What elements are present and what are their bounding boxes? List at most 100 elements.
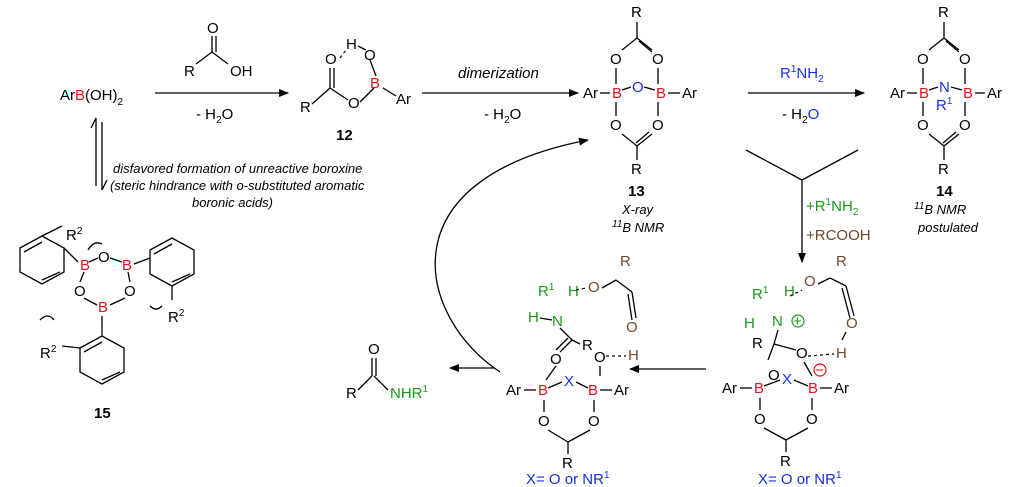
svg-text:O: O [348,95,360,112]
svg-text:O: O [652,117,664,134]
svg-text:R1: R1 [752,285,769,303]
svg-text:X-ray: X-ray [621,202,655,217]
svg-text:R1: R1 [538,282,555,300]
svg-text:X: X [564,373,574,390]
svg-text:NHR1: NHR1 [390,384,429,402]
svg-text:14: 14 [936,183,953,200]
svg-text:O: O [594,349,606,366]
svg-text:Ar: Ar [614,382,629,399]
svg-text:O: O [959,117,971,134]
svg-text:N: N [939,79,950,96]
svg-text:disfavored formation of unreac: disfavored formation of unreactive borox… [113,161,362,176]
svg-text:Ar: Ar [722,380,737,397]
svg-text:R: R [938,161,949,178]
svg-text:R2: R2 [168,308,185,326]
svg-text:R2: R2 [66,226,83,244]
svg-text:- H2O: - H2O [196,106,233,126]
svg-text:O: O [74,283,86,300]
svg-text:−: − [815,362,824,379]
svg-text:H: H [744,315,755,332]
svg-text:+R1NH2: +R1NH2 [806,197,859,218]
svg-text:O: O [652,51,664,68]
svg-text:B: B [808,380,818,397]
svg-text:R: R [631,161,642,178]
svg-text:O: O [754,411,766,428]
svg-text:R2: R2 [40,344,57,362]
svg-text:R: R [346,385,357,402]
svg-text:B: B [98,299,108,316]
svg-text:H: H [568,283,579,300]
svg-text:Ar: Ar [583,85,598,102]
svg-text:12: 12 [336,127,353,144]
intermediate-right: R1 H N H + R O O R O H O B B − X Ar Ar [722,253,858,487]
svg-text:Ar: Ar [890,85,905,102]
svg-text:O: O [796,345,808,362]
svg-text:R: R [631,4,642,21]
svg-text:N: N [552,313,563,330]
svg-text:15: 15 [94,405,111,422]
boroxine-equilibrium: disfavored formation of unreactive borox… [90,117,365,210]
svg-text:O: O [626,319,638,336]
svg-text:H: H [346,36,357,53]
svg-text:R: R [562,455,573,472]
svg-text:H: H [628,347,639,364]
svg-text:R: R [620,253,631,270]
step3-arrow: R1NH2 - H2O [748,64,865,126]
intermediate-left: R1 H N H R O O R O H O B B X Ar Ar O [506,253,639,487]
svg-text:(steric hindrance with o-subst: (steric hindrance with o-substituted aro… [110,178,365,193]
svg-text:O: O [804,273,816,290]
svg-text:B: B [80,257,90,274]
svg-text:B: B [612,85,622,102]
svg-text:R: R [300,99,311,116]
svg-text:B: B [122,257,132,274]
svg-text:O: O [325,51,337,68]
svg-text:B: B [963,85,973,102]
svg-text:O: O [917,51,929,68]
compound-12: R O O B Ar O H 12 [300,36,411,144]
step1-arrow: O R OH - H2O [155,20,289,126]
svg-text:11B NMR: 11B NMR [612,219,664,235]
svg-text:O: O [959,51,971,68]
svg-text:ArB(OH)2: ArB(OH)2 [60,87,124,108]
svg-text:B: B [754,380,764,397]
svg-text:13: 13 [628,183,645,200]
svg-text:R: R [752,335,763,352]
svg-text:B: B [370,75,380,92]
svg-text:H: H [528,309,539,326]
svg-text:11B NMR: 11B NMR [914,201,966,217]
svg-text:Ar: Ar [834,380,849,397]
svg-text:O: O [368,341,380,358]
svg-text:O: O [124,283,136,300]
svg-text:R: R [780,453,791,470]
compound-14: R O O B B N R1 Ar Ar O O R 14 11B NMR po… [890,4,1002,235]
svg-text:X: X [782,371,792,388]
svg-text:H: H [836,345,847,362]
svg-text:O: O [632,79,644,96]
svg-text:H: H [784,283,795,300]
svg-text:R: R [938,4,949,21]
svg-text:R1: R1 [936,96,953,114]
svg-text:O: O [588,279,600,296]
svg-text:B: B [919,85,929,102]
compound-15: B O B O O B R2 R2 R2 15 [19,225,195,422]
svg-text:B: B [588,382,598,399]
svg-text:O: O [550,351,562,368]
svg-text:+: + [793,313,802,330]
svg-text:Ar: Ar [682,85,697,102]
svg-text:O: O [768,367,780,384]
svg-text:- H2O: - H2O [484,106,521,126]
svg-text:Ar: Ar [506,382,521,399]
svg-text:O: O [610,51,622,68]
svg-text:R: R [836,253,847,270]
svg-text:OH: OH [230,63,253,80]
svg-text:O: O [364,47,376,64]
svg-text:B: B [538,382,548,399]
compound-13: R O O B B O Ar Ar O O R 13 X-ray 11B NMR [583,4,697,235]
step2-arrow: dimerization - H2O [422,65,579,126]
svg-text:O: O [806,411,818,428]
svg-text:- H2O: - H2O [782,106,819,126]
fork-to-intermediate: +R1NH2 +RCOOH [745,149,871,263]
svg-text:O: O [610,117,622,134]
svg-text:R: R [582,337,593,354]
svg-text:O: O [98,249,110,266]
